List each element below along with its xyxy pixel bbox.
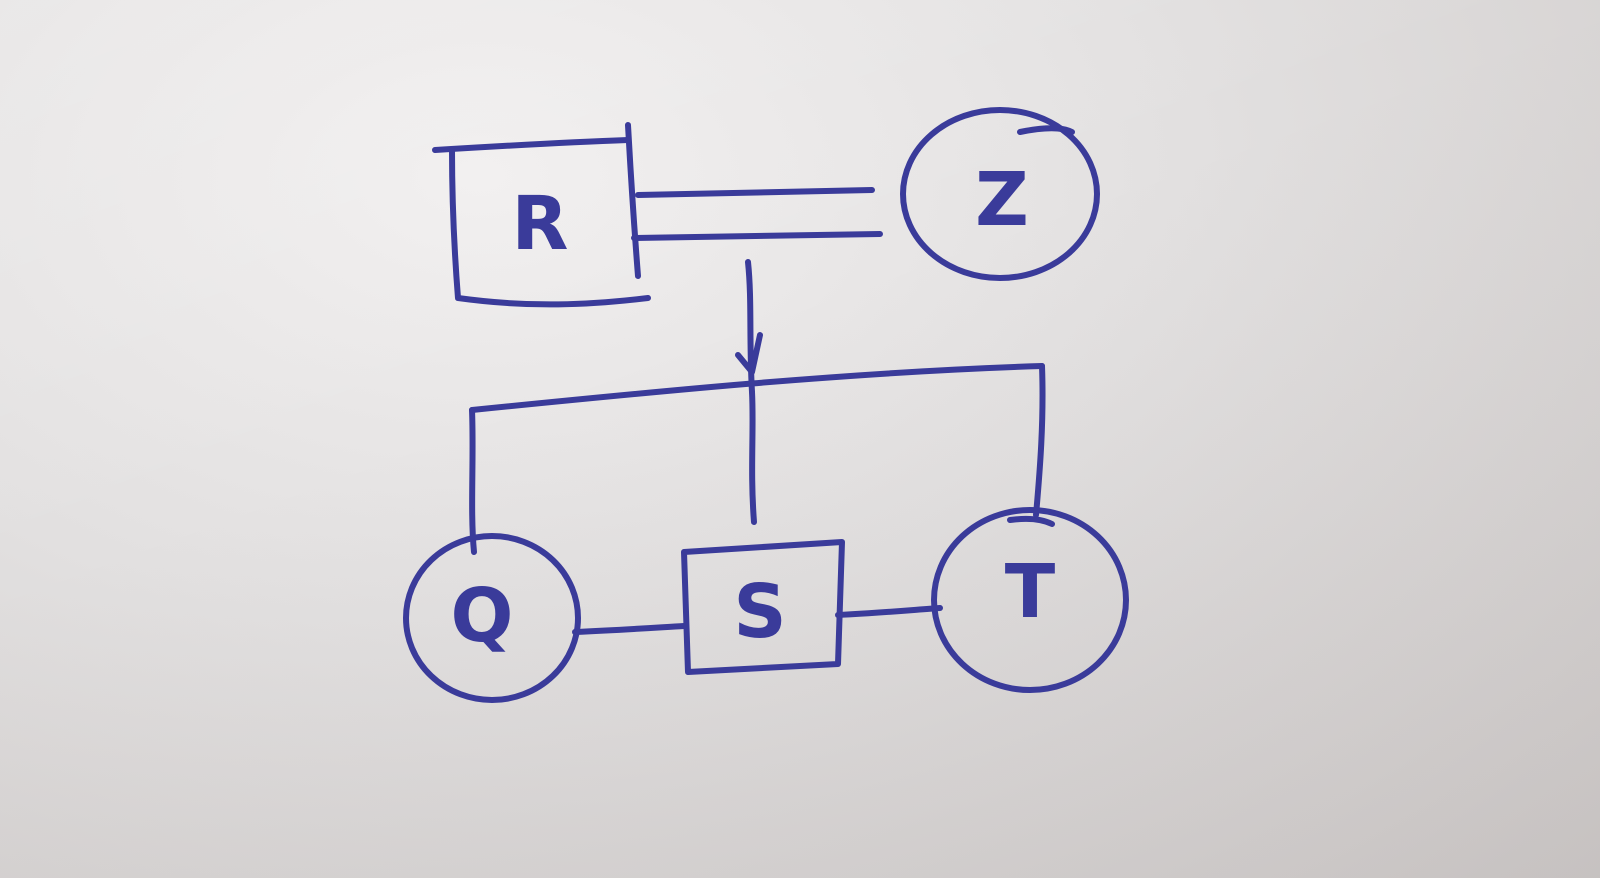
sibship-line xyxy=(469,363,1045,413)
node-q: Q xyxy=(403,533,581,703)
node-z: Z xyxy=(900,107,1100,281)
node-r-label: R xyxy=(512,181,569,267)
node-t-label: T xyxy=(1005,549,1056,635)
partnership-line-r-z xyxy=(631,187,883,241)
link-q-s xyxy=(572,623,687,635)
link-s-t xyxy=(835,605,943,618)
node-q-label: Q xyxy=(451,573,514,659)
node-t: T xyxy=(931,507,1129,693)
node-r: R xyxy=(432,122,651,308)
drop-line-t xyxy=(1033,363,1046,518)
drop-line-q xyxy=(469,407,477,555)
node-z-label: Z xyxy=(975,157,1029,243)
drop-line-s xyxy=(749,389,757,525)
descent-line xyxy=(745,259,755,395)
descent-line-tick xyxy=(735,332,763,375)
node-s: S xyxy=(681,539,845,675)
node-s-label: S xyxy=(733,569,786,655)
